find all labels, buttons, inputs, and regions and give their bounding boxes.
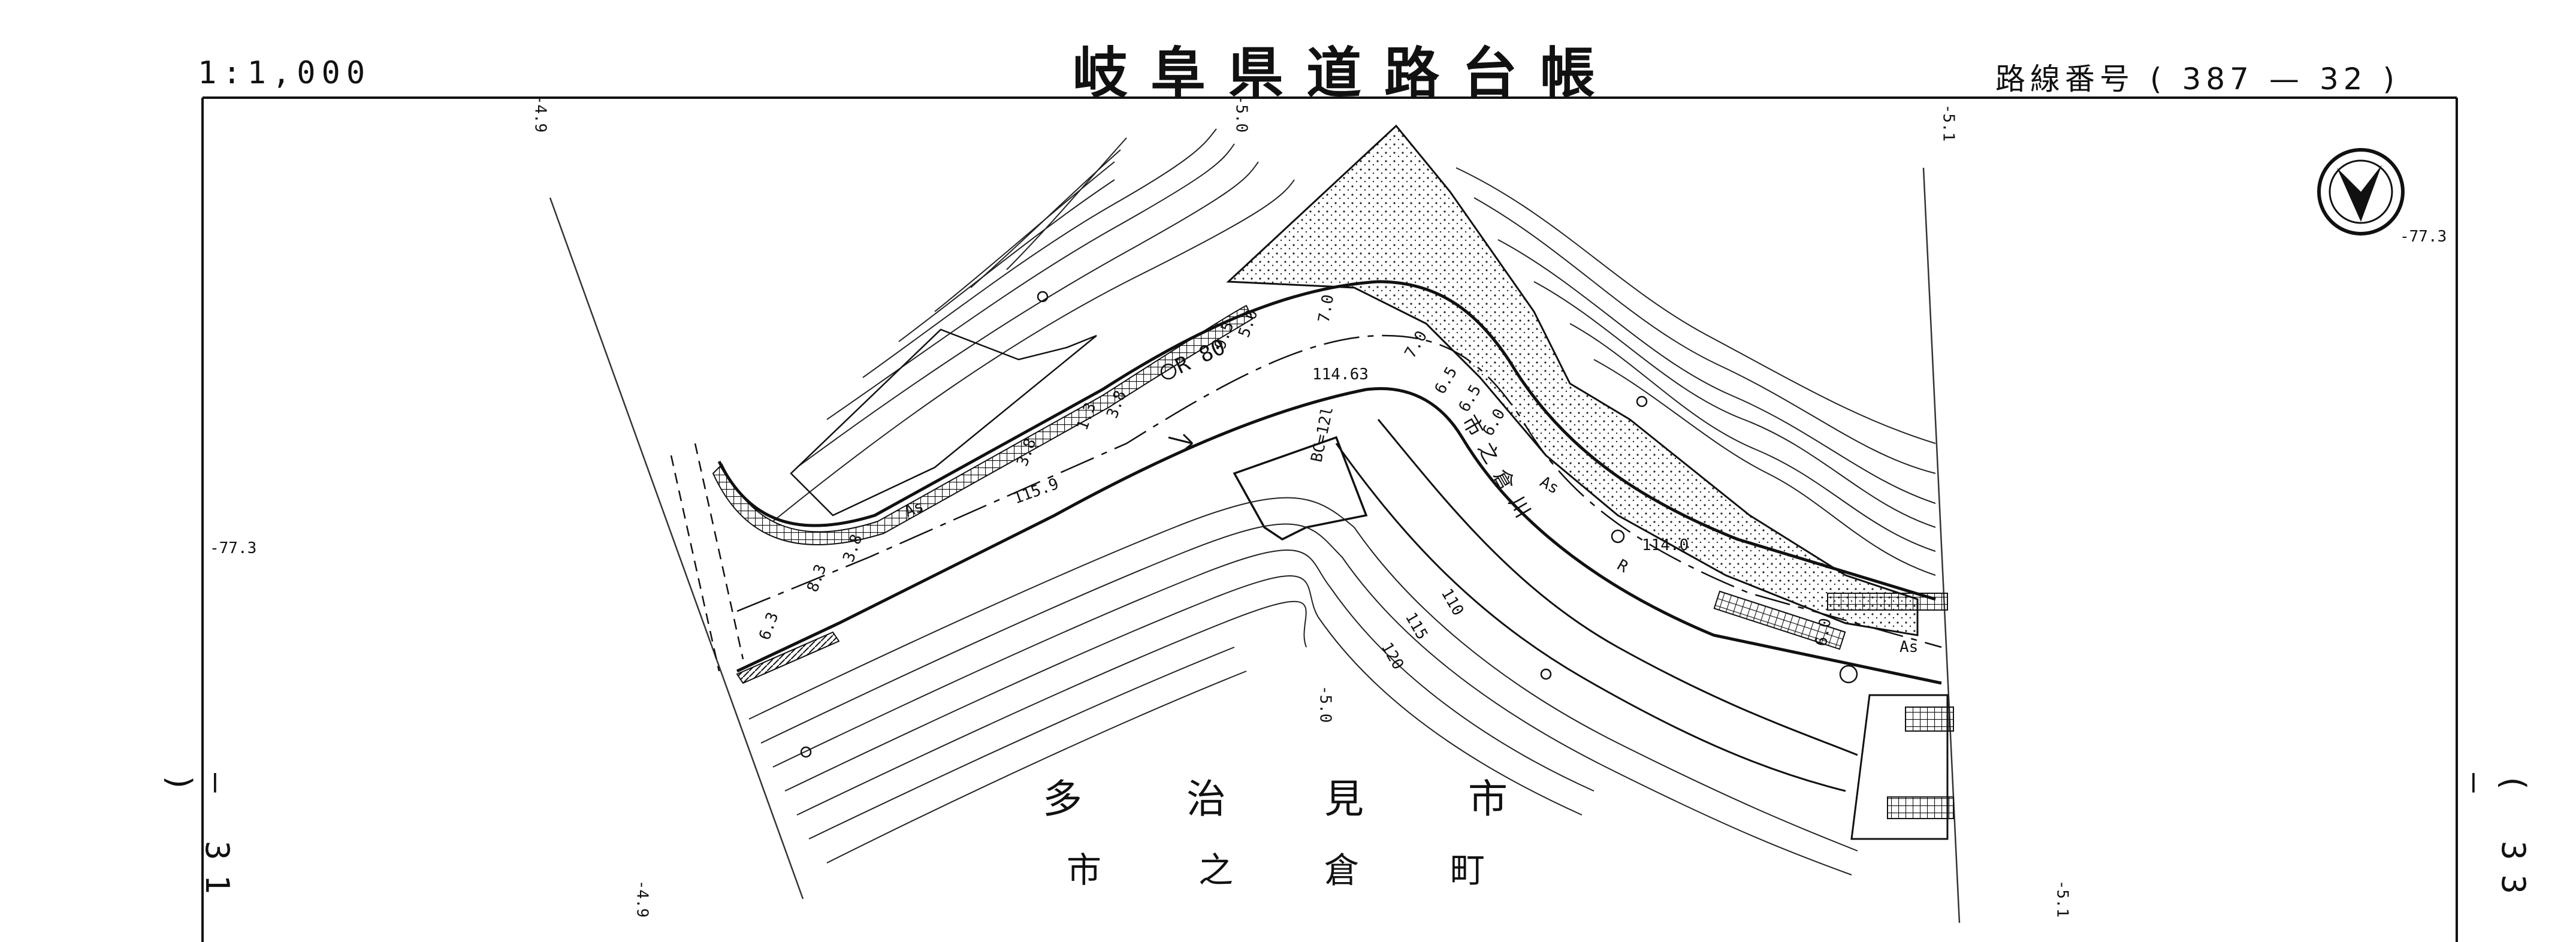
district-name-char-1: 市 [1067,850,1102,890]
city-name-char-1: 多 [1043,776,1082,822]
map-frame [201,96,2458,942]
elevation-label-1: 114.63 [1312,366,1369,384]
direction-arrow-icon [1168,433,1194,452]
grid-label-bottom-mid: -5.0 [1316,685,1334,723]
road-north-edge [717,280,1936,601]
city-name-char-3: 見 [1324,776,1364,822]
pavement-label-as-3: As [1899,638,1919,656]
steep-slope [1226,124,1919,636]
road-south-edge [736,387,1942,685]
grid-label-bottom-left: -4.9 [633,880,651,918]
adjacent-sheet-left: — 31 ) [161,773,236,909]
district-name-char-2: 之 [1198,850,1234,890]
route-label: 路線番号 [1995,62,2134,96]
map-title: 岐阜県道路台帳 [1073,41,1618,105]
contours-north-right [1455,167,1936,576]
ridge-left [790,328,1097,517]
grid-label-side-right: -77.3 [2400,228,2447,246]
road-hatch [736,631,840,684]
building [1233,436,1368,541]
district-name-char-3: 倉 [1324,850,1360,890]
river-banks [1335,419,1858,792]
route-open: ( [2150,62,2167,96]
grid-label-bottom-right: -5.1 [2053,880,2071,918]
grid-label-side-left: -77.3 [210,539,257,557]
elevation-label-3: 114.0 [1642,536,1689,554]
route-no: 387 [2182,62,2254,96]
district-name-char-4: 町 [1450,850,1485,890]
route-number: 路線番号 (387 — 32) [1995,55,2415,98]
route-dash: — [2269,62,2304,96]
grid-label-top-right: -5.1 [1939,104,1958,142]
road-west-stub [670,443,744,672]
grid-label-top-left: -4.9 [531,95,549,133]
city-name-char-2: 治 [1186,776,1226,822]
road-markers [800,291,1858,758]
route-close: ) [2382,62,2400,96]
road-centerline [736,334,1942,648]
route-sheet: 32 [2319,62,2367,96]
north-arrow-icon [2317,148,2405,236]
grid-label-top-mid: -5.0 [1232,95,1251,133]
retaining-wall-north [712,304,1254,546]
city-name-char-4: 市 [1468,776,1508,822]
adjacent-sheet-right: ( 33 — [2457,773,2532,909]
contours-north-left [772,128,1295,522]
east-structure [1713,590,1954,840]
map-scale: 1:1,000 [198,55,372,91]
contours-south [748,497,1858,875]
